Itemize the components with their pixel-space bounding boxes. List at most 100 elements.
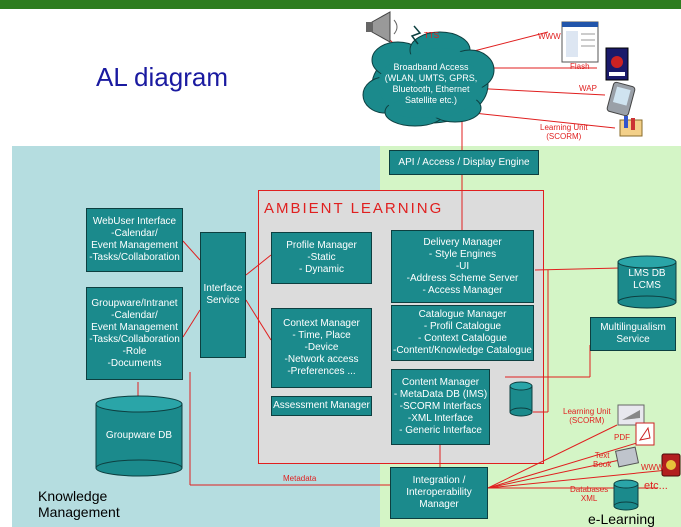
box-line: -Content/Knowledge Catalogue [393, 345, 532, 356]
box-line: - Dynamic [298, 264, 344, 275]
source-line: (SCORM) [569, 416, 605, 425]
profile-manager-box: Profile Manager -Static - Dynamic [271, 232, 372, 284]
context-manager-box: Context Manager - Time, Place -Device -N… [271, 308, 372, 388]
groupware-db-label: Groupware DB [105, 430, 173, 441]
assessment-manager-box: Assessment Manager [271, 396, 372, 416]
box-line: Multilingualism [600, 322, 666, 333]
etc-label: etc... [644, 480, 668, 492]
box-line: -Tasks/Collaboration [89, 333, 180, 345]
broadband-access-label: Broadband Access (WLAN, UMTS, GPRS, Blue… [378, 62, 484, 106]
ambient-learning-title: AMBIENT LEARNING [264, 200, 444, 217]
box-line: -Address Scheme Server [406, 272, 519, 284]
browser-window-icon [561, 21, 599, 63]
assessment-label: Assessment Manager [273, 400, 370, 411]
flash-box-icon [605, 47, 629, 81]
box-line: - Generic Interface [399, 425, 482, 436]
box-line: -Calendar/ [111, 228, 158, 239]
integration-manager-box: Integration / Interoperability Manager [390, 467, 488, 519]
region-line: Knowledge [38, 488, 108, 504]
box-line: Content Manager [401, 377, 480, 388]
box-line: Manager [419, 499, 459, 510]
region-line: Management [38, 504, 120, 520]
api-label: API / Access / Display Engine [398, 156, 530, 168]
pdf-icon [635, 422, 655, 446]
box-line: Interoperability [406, 487, 472, 498]
learning-unit-icon [619, 116, 643, 137]
multilingualism-service-box: Multilingualism Service [590, 317, 676, 351]
delivery-manager-box: Delivery Manager - Style Engines -UI -Ad… [391, 230, 534, 303]
box-line: Service [206, 295, 240, 306]
top-bar [0, 0, 681, 9]
box-line: Integration / [412, 475, 466, 486]
groupware-db-cylinder [95, 395, 183, 477]
learning-unit-line: (SCORM) [546, 132, 582, 141]
wap-label: WAP [579, 84, 597, 93]
box-line: -Documents [107, 357, 162, 369]
api-display-engine-box: API / Access / Display Engine [389, 150, 539, 175]
web-user-interface-box: WebUser Interface -Calendar/ Event Manag… [86, 208, 183, 272]
knowledge-management-label: Knowledge Management [38, 488, 120, 520]
box-line: -Tasks/Collaboration [89, 252, 180, 263]
box-line: Groupware/Intranet [91, 297, 178, 309]
interface-service-box: Interface Service [200, 232, 246, 358]
tts-label: TTS [424, 31, 440, 40]
www-source-label: WWW [641, 463, 664, 472]
box-line: - Time, Place [292, 330, 351, 341]
text-book-label: Text Book [593, 451, 611, 469]
www-label: WWW [538, 32, 561, 41]
box-line: -XML Interface [407, 413, 474, 424]
text-book-icon [614, 446, 640, 468]
metadata-db-cylinder [509, 381, 533, 417]
catalogue-manager-box: Catalogue Manager - Profil Catalogue - C… [391, 305, 534, 361]
source-line: Text [594, 451, 610, 460]
box-line: -Device [304, 342, 339, 353]
box-line: -SCORM Interfacs [399, 401, 482, 412]
box-line: - Style Engines [428, 248, 497, 260]
www-source-icon [661, 453, 681, 477]
source-line: XML [580, 494, 598, 503]
box-line: -Calendar/ [111, 309, 158, 321]
metadata-label: Metadata [283, 474, 317, 483]
e-learning-label: e-Learning [588, 511, 655, 527]
learning-unit-source-icon [617, 404, 645, 426]
box-line: Profile Manager [286, 240, 357, 251]
box-line: Event Management [91, 321, 178, 333]
databases-cylinder [613, 479, 639, 511]
page-title: AL diagram [96, 62, 228, 92]
pdf-label: PDF [614, 433, 630, 442]
box-line: Interface [203, 283, 243, 294]
flash-label: Flash [570, 62, 590, 71]
box-line: Event Management [91, 240, 178, 251]
box-line: - Access Manager [422, 284, 503, 296]
source-line: Learning Unit [563, 407, 611, 416]
lms-db-cylinder [617, 255, 677, 309]
box-line: -Network access [284, 354, 359, 365]
groupware-intranet-box: Groupware/Intranet -Calendar/ Event Mana… [86, 287, 183, 380]
box-line: Context Manager [283, 318, 360, 329]
cloud-line: Satellite etc.) [404, 95, 458, 105]
databases-label: Databases XML [570, 485, 608, 503]
box-line: Service [616, 334, 650, 345]
box-line: -Static [307, 252, 336, 263]
lms-line: LMS DB [628, 268, 666, 279]
pda-device-icon [606, 81, 636, 117]
content-manager-box: Content Manager - MetaData DB (IMS) -SCO… [391, 369, 490, 445]
cloud-line: (WLAN, UMTS, GPRS, [384, 73, 478, 83]
box-line: -Preferences ... [287, 366, 356, 377]
cloud-line: Bluetooth, Ethernet [392, 84, 470, 94]
learning-unit-line: Learning Unit [540, 123, 588, 132]
lms-line: LCMS [633, 280, 661, 291]
megaphone-icon [366, 11, 398, 43]
box-line: -UI [455, 260, 470, 272]
lms-db-label: LMS DB LCMS [618, 268, 676, 292]
learning-unit-source-label: Learning Unit (SCORM) [563, 407, 611, 425]
box-line: Delivery Manager [423, 236, 502, 248]
source-line: Databases [570, 485, 609, 494]
box-line: -Role [122, 345, 147, 357]
learning-unit-channel-label: Learning Unit (SCORM) [540, 123, 588, 141]
box-line: - Profil Catalogue [423, 321, 502, 332]
source-line: Book [593, 460, 612, 469]
box-line: - MetaData DB (IMS) [393, 389, 488, 400]
cloud-line: Broadband Access [393, 62, 469, 72]
